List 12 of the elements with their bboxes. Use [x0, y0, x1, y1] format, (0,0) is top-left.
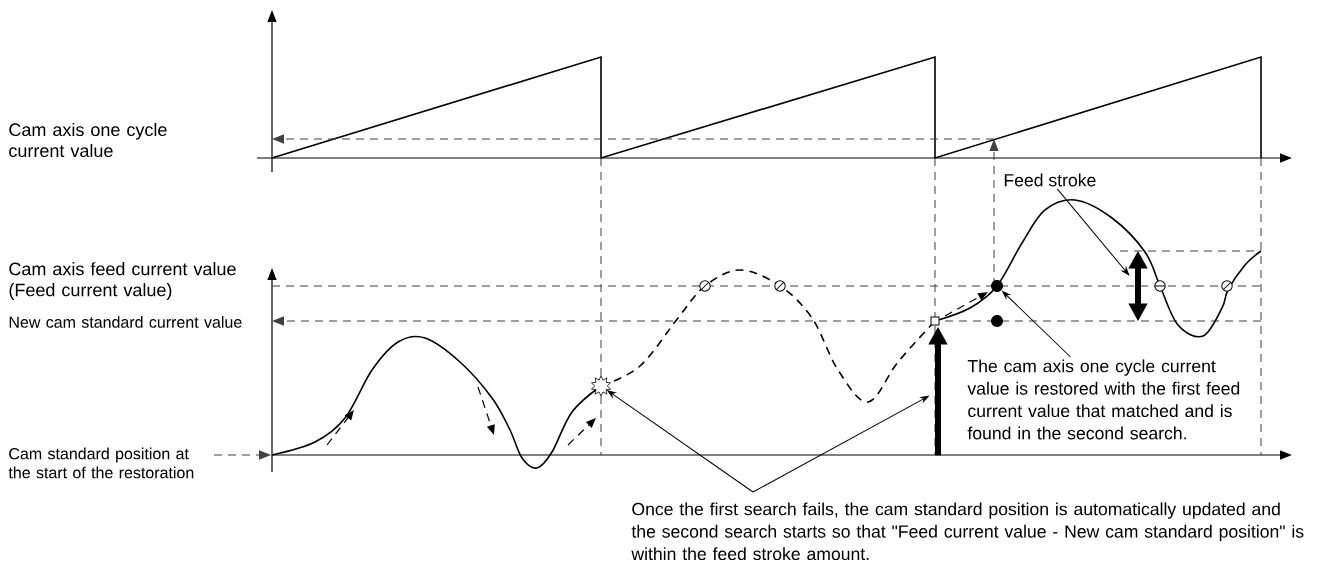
- leader-line: [1002, 291, 1071, 358]
- axis-label: Cam axis feed current value (Feed current value): [9, 262, 236, 300]
- axis-label: New cam standard current value: [9, 316, 242, 328]
- leader-line: [607, 390, 754, 493]
- annotation-text: The cam axis one cycle current value is restored with the first feed current value that matched and is found in the second search.: [967, 359, 1240, 440]
- axis-label: Cam axis one cycle current value: [9, 122, 167, 158]
- axis-label: Cam standard position at the start of the restoration: [8, 447, 194, 479]
- leader-line: [1056, 188, 1130, 276]
- starburst-marker: [591, 375, 611, 397]
- leader-line: [752, 395, 929, 493]
- annotation-text: Once the first search fails, the cam standard position is automatically updated and the second search starts so that "Feed current value - New cam standard position" is within the feed stroke amount.: [631, 502, 1304, 561]
- annotation-text: Feed stroke: [1004, 173, 1096, 187]
